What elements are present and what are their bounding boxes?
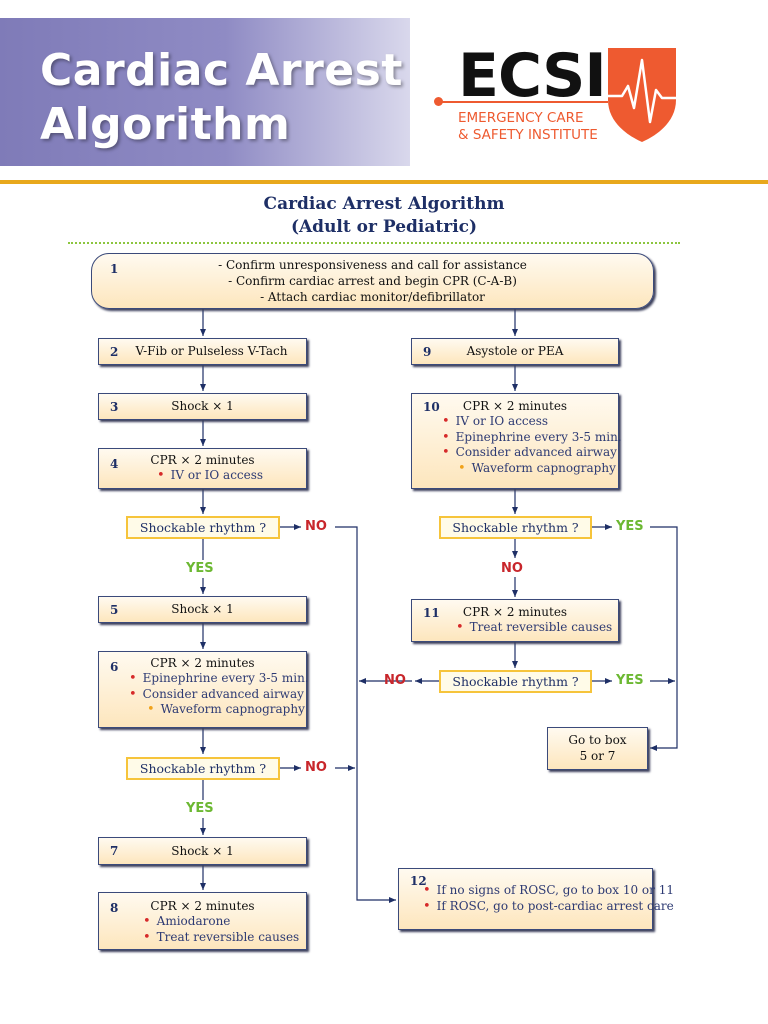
box-number: 2 [110,345,119,359]
box-title: V-Fib or Pulseless V-Tach [135,344,288,358]
heartbeat-shield-icon [608,48,676,142]
box-1-line: - Confirm unresponsiveness and call for … [218,258,527,272]
box-1-line: - Attach cardiac monitor/defibrillator [260,290,485,304]
box-bullet-text: If ROSC, go to post-cardiac arrest care [436,898,674,913]
box-8-cpr: 8 CPR × 2 minutes •Amiodarone •Treat rev… [98,892,307,950]
box-bullet: •Treat reversible causes [143,929,300,945]
box-bullet-text: Epinephrine every 3-5 min. [142,671,309,685]
box-7-shock: 7 Shock × 1 [98,837,307,865]
banner-title: Cardiac Arrest Algorithm [40,44,403,152]
box-title: Asystole or PEA [466,344,564,358]
box-3-shock: 3 Shock × 1 [98,393,307,420]
dotted-divider [68,242,680,244]
box-11-cpr: 11 CPR × 2 minutes •Treat reversible cau… [411,599,619,642]
decision-shockable-2: Shockable rhythm ? [126,757,280,780]
banner-title-line1: Cardiac Arrest [40,45,403,96]
logo-subtitle-line2: & SAFETY INSTITUTE [458,127,598,143]
box-number: 12 [410,874,427,888]
box-sub-bullet: •Waveform capnography [147,702,305,717]
decision-shockable-4: Shockable rhythm ? [439,670,592,693]
chart-title: Cardiac Arrest Algorithm (Adult or Pedia… [0,193,768,239]
box-title: CPR × 2 minutes [150,899,255,913]
box-bullet-text: Consider advanced airway [455,445,617,459]
box-bullet: •Consider advanced airway [442,445,617,460]
box-2-vfib: 2 V-Fib or Pulseless V-Tach [98,338,307,365]
box-number: 5 [110,603,119,617]
box-number: 4 [110,457,119,471]
box-9-asystole: 9 Asystole or PEA [411,338,619,365]
box-bullet-text: Amiodarone [156,914,231,928]
box-bullet-text: Treat reversible causes [156,929,300,944]
banner-title-line2: Algorithm [40,99,291,150]
box-number: 7 [110,844,119,858]
box-bullet-text: IV or IO access [170,468,264,482]
box-sub-bullet-text: Waveform capnography [471,460,616,475]
box-bullet-text: Epinephrine every 3-5 min. [455,429,622,444]
decision-shockable-3: Shockable rhythm ? [439,516,592,539]
box-1-initial-assessment: 1 - Confirm unresponsiveness and call fo… [91,253,654,309]
box-bullet: •Consider advanced airway [129,686,304,702]
box-bullet: •If ROSC, go to post-cardiac arrest care [423,898,674,914]
box-number: 6 [110,660,119,674]
box-number: 10 [423,400,440,414]
box-bullet-text: Consider advanced airway [142,686,304,701]
no-label: NO [384,673,406,688]
box-title: CPR × 2 minutes [462,399,568,413]
logo-subtitle: EMERGENCY CARE & SAFETY INSTITUTE [458,110,598,144]
box-bullet-text: IV or IO access [455,414,549,428]
box-number: 9 [423,345,432,359]
no-label: NO [305,760,327,775]
box-4-cpr: 4 CPR × 2 minutes •IV or IO access [98,448,307,489]
box-title: CPR × 2 minutes [150,453,255,467]
box-bullet: •Epinephrine every 3-5 min. [129,671,309,686]
yes-label: YES [186,801,214,816]
logo-line [438,101,608,103]
no-label: NO [305,519,327,534]
box-1-line: - Confirm cardiac arrest and begin CPR (… [228,274,517,288]
box-title: CPR × 2 minutes [462,605,568,619]
header-banner [0,18,410,166]
yes-label: YES [616,519,644,534]
box-5-shock: 5 Shock × 1 [98,596,307,623]
box-bullet-text: If no signs of ROSC, go to box 10 or 11 [436,883,674,897]
box-bullet-text: Treat reversible causes [469,620,613,634]
ecsi-logo-text: ECSI [458,41,607,111]
chart-title-line2: (Adult or Pediatric) [290,217,478,237]
box-title: Shock × 1 [171,844,234,858]
header-divider [0,180,768,184]
yes-label: YES [186,561,214,576]
box-number: 1 [110,262,119,276]
yes-label: YES [616,673,644,688]
box-title: CPR × 2 minutes [150,656,255,670]
box-10-cpr: 10 CPR × 2 minutes •IV or IO access •Epi… [411,393,622,489]
go-to-line2: 5 or 7 [579,749,616,763]
decision-shockable-1: Shockable rhythm ? [126,516,280,539]
box-sub-bullet: •Waveform capnography [458,460,616,476]
box-bullet: •IV or IO access [442,414,549,429]
box-number: 3 [110,400,119,414]
chart-title-line1: Cardiac Arrest Algorithm [263,194,505,214]
box-bullet: •If no signs of ROSC, go to box 10 or 11 [423,883,674,898]
box-bullet: •Amiodarone [143,914,231,929]
no-label: NO [501,561,523,576]
go-to-line1: Go to box [568,733,627,747]
box-bullet: •Treat reversible causes [456,620,613,635]
go-to-box: Go to box 5 or 7 [547,727,648,770]
box-6-cpr: 6 CPR × 2 minutes •Epinephrine every 3-5… [98,651,309,728]
box-12-rosc: 12 •If no signs of ROSC, go to box 10 or… [398,868,674,930]
box-title: Shock × 1 [171,602,234,616]
box-number: 8 [110,901,119,915]
box-sub-bullet-text: Waveform capnography [160,702,305,716]
box-bullet: •IV or IO access [157,468,264,483]
box-bullet: •Epinephrine every 3-5 min. [442,429,622,445]
box-title: Shock × 1 [171,399,234,413]
box-number: 11 [423,606,440,620]
logo-subtitle-line1: EMERGENCY CARE [458,110,584,126]
